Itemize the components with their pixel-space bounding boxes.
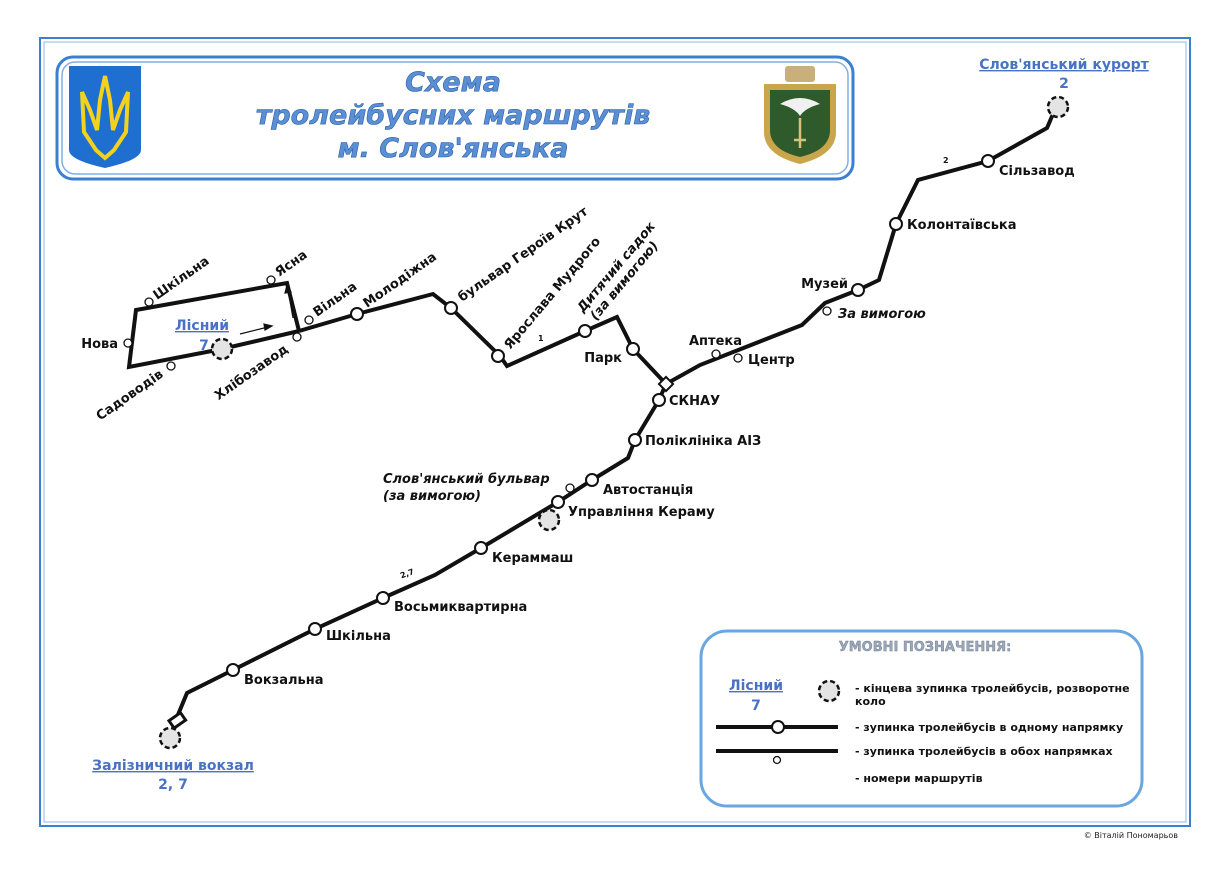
- stop-bulvar[interactable]: [565, 483, 575, 493]
- label-kolontaivska: Колонтаївська: [907, 218, 1017, 233]
- stop-silzavod[interactable]: [981, 154, 995, 168]
- label-muzei: Музей: [801, 277, 848, 292]
- turnaround-marker: [166, 710, 188, 731]
- label-tsentr: Центр: [748, 353, 795, 368]
- stop-za-vymohoiu[interactable]: [822, 306, 832, 316]
- label-za-vymohoiu: За вимогою: [838, 307, 926, 322]
- stop-vilna[interactable]: [304, 315, 314, 325]
- label-poliklinika: Поліклініка АІЗ: [645, 434, 761, 449]
- label-bulvar: Слов'янський бульвар: [383, 472, 550, 487]
- stop-yaroslava[interactable]: [491, 349, 505, 363]
- terminal-kurort[interactable]: [1046, 95, 1070, 119]
- junction-diamond: [657, 375, 675, 393]
- route-number-west: 1: [538, 334, 544, 343]
- stop-park[interactable]: [626, 342, 640, 356]
- terminal-vokzal[interactable]: [158, 726, 182, 750]
- outer-frame: [39, 37, 1191, 827]
- terminal-lisnyi[interactable]: [210, 337, 234, 361]
- stop-kolontaivska[interactable]: [889, 217, 903, 231]
- label-heroiv-krut: бульвар Героїв Крут: [456, 204, 592, 305]
- west-line: [298, 291, 668, 386]
- legend-panel: УМОВНІ ПОЗНАЧЕННЯ: Лісний 7 - кінцева зу…: [699, 629, 1144, 808]
- label-vosmykvartyrna: Восьмиквартирна: [394, 600, 527, 615]
- label-shkilna: Шкільна: [326, 629, 391, 644]
- terminal-kurort-routes: 2: [1059, 76, 1069, 92]
- stop-shkilna-loop[interactable]: [144, 297, 154, 307]
- stop-yasna[interactable]: [266, 275, 276, 285]
- legend-terminal-text-2: коло: [855, 695, 886, 708]
- stop-khlibozavod[interactable]: [292, 332, 302, 342]
- legend-sample-routes: 7: [751, 698, 761, 714]
- label-yasna: Ясна: [273, 248, 311, 281]
- map-title-line3: м. Слов'янська: [338, 133, 569, 164]
- stop-vokzalna[interactable]: [226, 663, 240, 677]
- stop-shkilna[interactable]: [308, 622, 322, 636]
- outer-frame-inner: [43, 41, 1187, 823]
- legend-title: УМОВНІ ПОЗНАЧЕННЯ:: [839, 640, 1012, 655]
- label-shkilna-loop: Шкільна: [151, 254, 213, 303]
- label-keramu: Управління Кераму: [568, 505, 715, 520]
- route-number-north: 2: [943, 156, 949, 165]
- ukraine-coat-of-arms-icon: [69, 66, 141, 168]
- header-panel: Схема тролейбусних маршрутів м. Слов'янс…: [55, 55, 855, 181]
- label-avtostantsiia: Автостанція: [603, 483, 693, 498]
- terminal-vokzal-routes: 2, 7: [158, 777, 188, 793]
- label-nova: Нова: [81, 337, 118, 352]
- label-vokzalna: Вокзальна: [244, 673, 324, 688]
- legend-sample-name: Лісний: [729, 678, 783, 694]
- terminal-keramu[interactable]: [537, 508, 561, 532]
- stop-sknau[interactable]: [652, 393, 666, 407]
- terminal-lisnyi-routes: 7: [199, 338, 209, 354]
- stop-kerammash[interactable]: [474, 541, 488, 555]
- stop-apteka[interactable]: [711, 349, 721, 359]
- map-title-line2: тролейбусних маршрутів: [256, 100, 651, 131]
- label-silzavod: Сільзавод: [999, 164, 1075, 179]
- route-number-south: 2,7: [399, 567, 415, 580]
- stop-sadok[interactable]: [578, 324, 592, 338]
- legend-both-ways-stop-icon: [772, 755, 782, 765]
- terminal-vokzal-name: Залізничний вокзал: [92, 758, 254, 774]
- legend-terminal-text: - кінцева зупинка тролейбусів, розворотн…: [855, 682, 1130, 695]
- stop-keramu[interactable]: [551, 495, 565, 509]
- stop-tsentr[interactable]: [733, 353, 743, 363]
- label-apteka: Аптека: [689, 334, 742, 349]
- legend-routes-text: - номери маршрутів: [855, 772, 983, 785]
- stop-heroiv-krut[interactable]: [444, 301, 458, 315]
- legend-one-way-stop-icon: [771, 720, 785, 734]
- legend-one-way-text: - зупинка тролейбусів в одному напрямку: [855, 721, 1123, 734]
- stop-poliklinika[interactable]: [628, 433, 642, 447]
- south-line: [173, 383, 668, 723]
- terminal-lisnyi-name: Лісний: [175, 318, 229, 334]
- legend-both-ways-text: - зупинка тролейбусів в обох напрямках: [855, 745, 1113, 758]
- terminal-kurort-name: Слов'янський курорт: [979, 57, 1149, 73]
- label-sknau: СКНАУ: [669, 394, 720, 409]
- label-kerammash: Кераммаш: [492, 551, 573, 566]
- map-title-line1: Схема: [405, 67, 501, 98]
- sloviansk-coat-of-arms-icon: [764, 66, 836, 164]
- label-bulvar-note: (за вимогою): [383, 489, 481, 504]
- stop-avtostantsiia[interactable]: [585, 473, 599, 487]
- north-line: [665, 106, 1058, 386]
- stop-nova[interactable]: [123, 338, 133, 348]
- stop-molodizhna[interactable]: [350, 307, 364, 321]
- label-sadovodiv: Садоводів: [94, 367, 167, 424]
- copyright: © Віталій Пономарьов: [1084, 831, 1179, 840]
- stop-sadovodiv[interactable]: [166, 361, 176, 371]
- direction-arrows: [239, 283, 294, 335]
- stop-vosmykvartyrna[interactable]: [376, 591, 390, 605]
- legend-terminal-icon: [817, 679, 841, 703]
- stop-muzei[interactable]: [851, 283, 865, 297]
- label-park: Парк: [584, 351, 622, 366]
